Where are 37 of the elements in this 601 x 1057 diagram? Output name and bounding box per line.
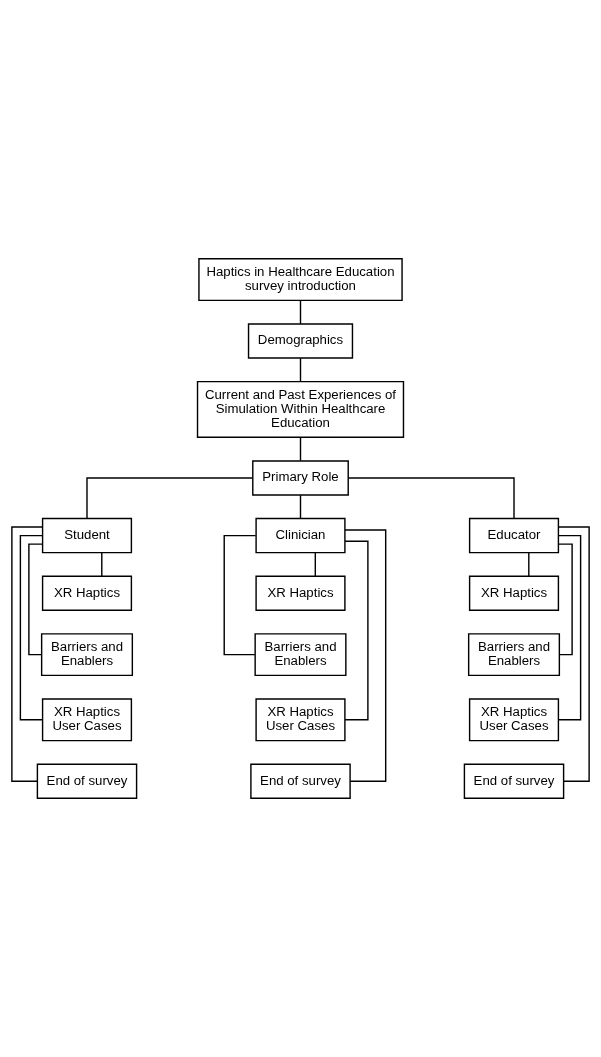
connector bbox=[101, 552, 103, 577]
connector bbox=[557, 526, 590, 782]
connector bbox=[347, 477, 515, 519]
connector bbox=[528, 552, 530, 577]
node-box: Haptics in Healthcare Education survey introduction bbox=[198, 258, 403, 302]
node-box: XR Haptics bbox=[41, 575, 133, 611]
node-box: Barriers and Enablers bbox=[254, 633, 347, 677]
node-box: Demographics bbox=[247, 323, 354, 359]
connector bbox=[11, 526, 44, 782]
node-box: XR Haptics User Cases bbox=[41, 698, 133, 742]
connector bbox=[299, 494, 302, 519]
node-box: XR Haptics User Cases bbox=[468, 698, 560, 742]
node-box: Barriers and Enablers bbox=[40, 633, 134, 677]
connector bbox=[344, 529, 387, 782]
node-box: XR Haptics bbox=[255, 575, 346, 611]
connector bbox=[314, 552, 316, 577]
node-box: Educator bbox=[468, 517, 560, 554]
node-box: Student bbox=[41, 517, 133, 554]
connector bbox=[299, 299, 302, 325]
connector bbox=[299, 437, 302, 462]
node-box: Current and Past Experiences of Simulation Within Healthcare Education bbox=[196, 380, 405, 439]
connector bbox=[28, 543, 44, 656]
connector bbox=[19, 534, 44, 721]
node-box: End of survey bbox=[36, 763, 138, 799]
node-box: Clinician bbox=[255, 517, 346, 554]
connector bbox=[86, 477, 254, 519]
connector bbox=[557, 543, 573, 656]
node-box: XR Haptics bbox=[468, 575, 560, 611]
node-box: End of survey bbox=[463, 763, 565, 799]
connector bbox=[223, 534, 257, 656]
connector bbox=[299, 357, 302, 383]
connector bbox=[557, 534, 582, 721]
node-box: End of survey bbox=[250, 763, 351, 799]
node-box: Primary Role bbox=[252, 460, 349, 496]
node-box: Barriers and Enablers bbox=[467, 633, 561, 677]
connector bbox=[344, 540, 369, 721]
node-box: XR Haptics User Cases bbox=[255, 698, 346, 742]
